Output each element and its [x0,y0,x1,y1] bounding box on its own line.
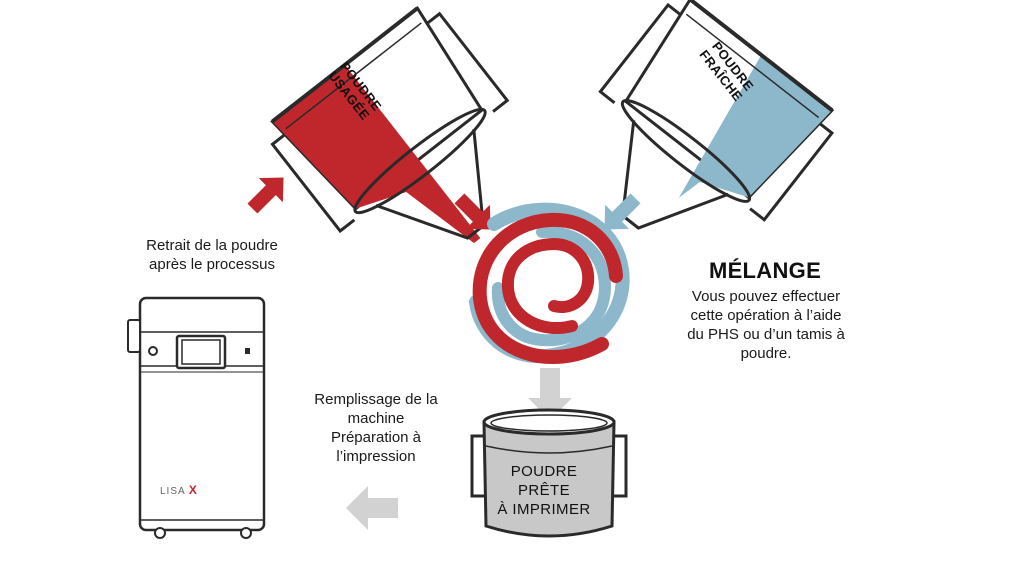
used-powder-bucket-icon [270,5,510,295]
removal-caption: Retrait de la poudre après le processus [146,237,278,273]
ready-powder-bucket-icon [470,408,628,538]
mixing-title: MÉLANGE [708,258,822,283]
printer-logo: LISA X [160,483,198,497]
refill-caption: Remplissage de la machine Préparation à … [314,391,438,465]
arrow-used-to-mix [454,193,491,230]
ready-powder-label: POUDRE PRÊTE À IMPRIMER [497,463,591,518]
arrow-mix-to-ready [528,368,572,420]
arrow-fresh-to-mix [604,193,641,230]
arrow-to-used-bucket [247,177,284,214]
mixing-swirl-icon [469,202,630,364]
arrow-ready-to-printer [346,486,398,530]
mixing-description: Vous pouvez effectuer cette opération à … [687,288,845,362]
3d-printer-icon [127,296,266,539]
